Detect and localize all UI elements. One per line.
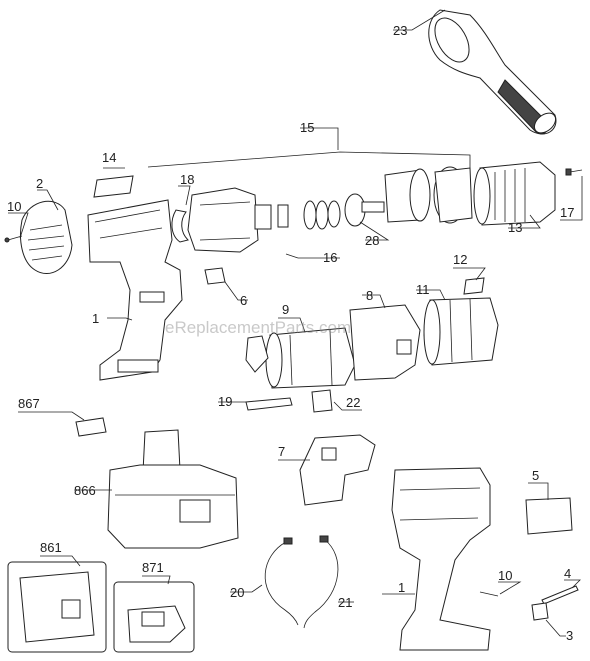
part-chuck xyxy=(473,161,556,226)
callout-labels: 23 15 14 2 18 10 17 13 28 16 12 6 1 9 8 … xyxy=(7,23,574,643)
callout-19: 19 xyxy=(218,394,232,409)
callout-20: 20 xyxy=(230,585,244,600)
part-screw-lower xyxy=(479,591,499,597)
part-pad-867 xyxy=(75,417,107,437)
part-clip-22 xyxy=(311,389,333,413)
part-gearbox xyxy=(423,297,499,366)
part-motor-cap xyxy=(349,304,421,381)
part-brush-holder xyxy=(245,335,269,373)
part-trigger-switch xyxy=(299,434,376,506)
part-end-cap xyxy=(20,200,73,275)
part-ring xyxy=(171,209,189,243)
part-switch-actuator xyxy=(204,267,226,285)
callout-867: 867 xyxy=(18,396,40,411)
callout-10-lower: 10 xyxy=(498,568,512,583)
part-battery-pack xyxy=(107,429,239,549)
part-screw-16 xyxy=(285,253,299,259)
part-side-handle xyxy=(428,9,557,135)
callout-871: 871 xyxy=(142,560,164,575)
group-bracket-15 xyxy=(147,151,471,170)
callout-16: 16 xyxy=(323,250,337,265)
callout-10-top: 10 xyxy=(7,199,21,214)
part-wire-21 xyxy=(303,539,339,629)
callout-18: 18 xyxy=(180,172,194,187)
callout-1-upper: 1 xyxy=(92,311,99,326)
callout-861: 861 xyxy=(40,540,62,555)
part-bracket-12 xyxy=(463,277,485,295)
callout-22: 22 xyxy=(346,395,360,410)
callout-12: 12 xyxy=(453,252,467,267)
callout-15: 15 xyxy=(300,120,314,135)
part-chuck-screw-head xyxy=(565,168,572,176)
callout-866: 866 xyxy=(74,483,96,498)
part-housing-left xyxy=(87,199,183,381)
part-bit-clip xyxy=(531,602,549,621)
part-carrying-case xyxy=(7,561,107,653)
part-housing-right xyxy=(391,467,491,651)
callout-4: 4 xyxy=(564,566,571,581)
callout-28: 28 xyxy=(365,233,379,248)
callout-8: 8 xyxy=(366,288,373,303)
callout-5: 5 xyxy=(532,468,539,483)
callout-6: 6 xyxy=(240,293,247,308)
callout-21: 21 xyxy=(338,595,352,610)
callout-11: 11 xyxy=(416,282,430,297)
part-bit xyxy=(541,585,579,605)
part-label xyxy=(93,175,134,198)
callout-7: 7 xyxy=(278,444,285,459)
part-motor xyxy=(265,327,356,389)
part-label-5 xyxy=(525,497,573,535)
callout-9: 9 xyxy=(282,302,289,317)
part-screw xyxy=(7,235,23,241)
part-screw-head xyxy=(4,237,10,243)
part-charger xyxy=(113,581,195,653)
part-chuck-screw xyxy=(569,169,583,173)
callout-2: 2 xyxy=(36,176,43,191)
callout-23: 23 xyxy=(393,23,407,38)
callout-14: 14 xyxy=(102,150,116,165)
callout-17: 17 xyxy=(560,205,574,220)
callout-13: 13 xyxy=(508,220,522,235)
callout-3: 3 xyxy=(566,628,573,643)
part-clutch-collar xyxy=(384,166,473,224)
callout-1-lower: 1 xyxy=(398,580,405,595)
leader-lines xyxy=(8,9,583,637)
part-wire-20 xyxy=(264,541,299,626)
part-gear-housing xyxy=(187,187,272,253)
watermark: eReplacementParts.com xyxy=(165,318,351,337)
part-gear-set xyxy=(277,193,385,230)
part-contact-strip xyxy=(245,397,293,411)
